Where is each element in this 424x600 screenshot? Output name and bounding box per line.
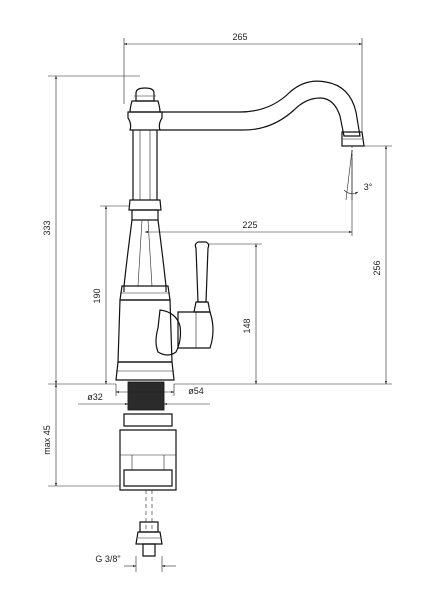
dim-handle-height: 148 [242, 318, 252, 333]
dim-spout-height: 256 [372, 260, 382, 275]
dim-total-height: 333 [42, 220, 52, 235]
mounting-shank [119, 381, 177, 491]
dim-thread: G 3/8" [95, 554, 120, 564]
dim-spout-angle: 3° [364, 182, 373, 192]
supply-hose [135, 490, 163, 557]
dim-body-height: 190 [92, 288, 102, 303]
dim-total-width: 265 [232, 32, 247, 42]
dim-shank-diameter: ø32 [87, 392, 103, 402]
dimension-lines [48, 38, 392, 572]
faucet-body [115, 80, 365, 381]
dim-mount-depth: max 45 [42, 425, 52, 455]
dim-spout-reach: 225 [242, 220, 257, 230]
dim-base-diameter: ø54 [188, 386, 204, 396]
